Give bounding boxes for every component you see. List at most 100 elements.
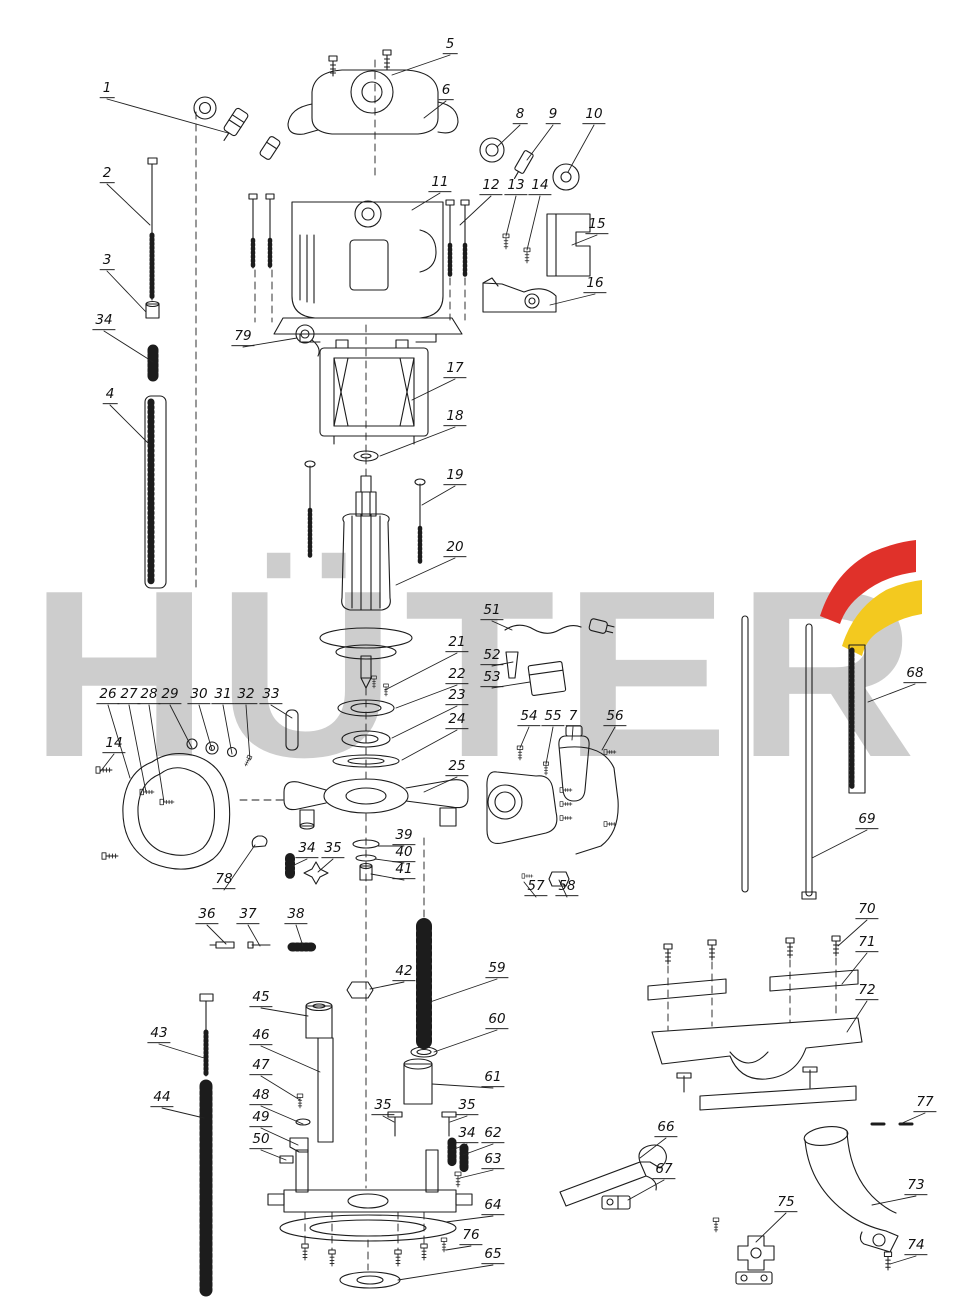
- part-number-label: 22: [445, 667, 469, 684]
- part-number-label: 44: [150, 1090, 174, 1107]
- left-handle: [95, 709, 299, 870]
- part-number-label: 75: [774, 1195, 798, 1212]
- power-cord-and-switch: [504, 618, 615, 696]
- stator: [319, 339, 429, 445]
- part-number-label: 73: [904, 1178, 928, 1195]
- guide-rods-and-rack: [741, 615, 866, 900]
- part-number-label: 48: [249, 1088, 273, 1105]
- gear-housing: [283, 778, 469, 830]
- part-number-label: 12: [479, 178, 503, 195]
- right-handle-assembly: [486, 725, 619, 887]
- part-number-label: 7: [565, 709, 581, 726]
- part-number-label: 21: [445, 635, 469, 652]
- cord-clamp-bracket: [482, 277, 557, 313]
- part-number-label: 31: [211, 687, 235, 704]
- part-number-label: 72: [855, 983, 879, 1000]
- part-number-label: 77: [913, 1095, 937, 1112]
- part-number-label: 53: [480, 670, 504, 687]
- top-cap-assembly: [287, 49, 459, 135]
- part-number-label: 23: [445, 688, 469, 705]
- part-number-label: 76: [459, 1228, 483, 1245]
- part-number-label: 30: [187, 687, 211, 704]
- part-number-label: 45: [249, 990, 273, 1007]
- router-base: [267, 1149, 473, 1289]
- part-number-label: 18: [443, 409, 467, 426]
- part-number-label: 39: [392, 828, 416, 845]
- small-fasteners-mid: [209, 839, 380, 999]
- part-number-label: 3: [99, 253, 115, 270]
- part-number-label: 59: [485, 961, 509, 978]
- part-number-label: 40: [392, 845, 416, 862]
- part-number-label: 52: [480, 648, 504, 665]
- part-number-label: 43: [147, 1026, 171, 1043]
- part-number-label: 36: [195, 907, 219, 924]
- plunge-column-parts: [199, 918, 469, 1297]
- part-number-label: 14: [102, 736, 126, 753]
- part-number-label: 50: [249, 1132, 273, 1149]
- clamp-plate-parts: [712, 1122, 914, 1285]
- leader-lines: [99, 54, 926, 1281]
- part-number-label: 13: [504, 178, 528, 195]
- part-number-label: 41: [392, 862, 416, 879]
- washer-18: [353, 450, 379, 462]
- wrench: [559, 1144, 667, 1207]
- part-number-label: 35: [371, 1098, 395, 1115]
- part-number-label: 61: [481, 1070, 505, 1087]
- part-number-label: 33: [259, 687, 283, 704]
- part-number-label: 63: [481, 1152, 505, 1169]
- part-number-label: 9: [545, 107, 561, 124]
- part-number-label: 65: [481, 1247, 505, 1264]
- switch-bracket: [546, 213, 591, 277]
- part-number-label: 19: [443, 468, 467, 485]
- part-number-label: 28: [137, 687, 161, 704]
- part-number-label: 42: [392, 964, 416, 981]
- part-number-label: 57: [524, 879, 548, 896]
- part-number-label: 70: [855, 902, 879, 919]
- part-number-label: 1: [99, 81, 115, 98]
- construction-lines: [195, 59, 837, 1271]
- part-number-label: 74: [904, 1238, 928, 1255]
- part-number-label: 60: [485, 1012, 509, 1029]
- part-number-label: 25: [445, 759, 469, 776]
- part-number-label: 26: [96, 687, 120, 704]
- part-number-label: 35: [455, 1098, 479, 1115]
- part-number-label: 6: [438, 83, 454, 100]
- part-number-label: 51: [480, 603, 504, 620]
- part-number-label: 16: [583, 276, 607, 293]
- part-number-label: 32: [234, 687, 258, 704]
- part-number-label: 15: [585, 217, 609, 234]
- part-number-label: 55: [541, 709, 565, 726]
- brand-logo-swoosh: [820, 540, 922, 656]
- part-number-label: 8: [512, 107, 528, 124]
- part-number-label: 10: [582, 107, 606, 124]
- part-number-label: 20: [443, 540, 467, 557]
- part-number-label: 46: [249, 1028, 273, 1045]
- part-number-label: 5: [442, 37, 458, 54]
- parallel-fence: [647, 935, 863, 1111]
- part-number-label: 34: [455, 1126, 479, 1143]
- part-number-label: 47: [249, 1058, 273, 1075]
- motor-housing: [273, 200, 463, 343]
- long-bolts: [304, 460, 426, 565]
- part-number-label: 24: [445, 712, 469, 729]
- part-number-label: 71: [855, 935, 879, 952]
- part-number-label: 2: [99, 166, 115, 183]
- part-number-label: 11: [428, 175, 452, 192]
- part-number-label: 35: [321, 841, 345, 858]
- lead-wire-ring: [295, 324, 320, 357]
- brush-holder-parts: [479, 137, 580, 191]
- part-number-label: 34: [92, 313, 116, 330]
- part-number-label: 67: [652, 1162, 676, 1179]
- part-number-label: 29: [158, 687, 182, 704]
- part-number-label: 27: [117, 687, 141, 704]
- bearing-stack: [332, 675, 400, 768]
- housing-screws: [248, 193, 531, 278]
- part-number-label: 58: [555, 879, 579, 896]
- part-number-label: 79: [231, 329, 255, 346]
- part-number-label: 78: [212, 872, 236, 889]
- part-number-label: 64: [481, 1198, 505, 1215]
- part-number-label: 56: [603, 709, 627, 726]
